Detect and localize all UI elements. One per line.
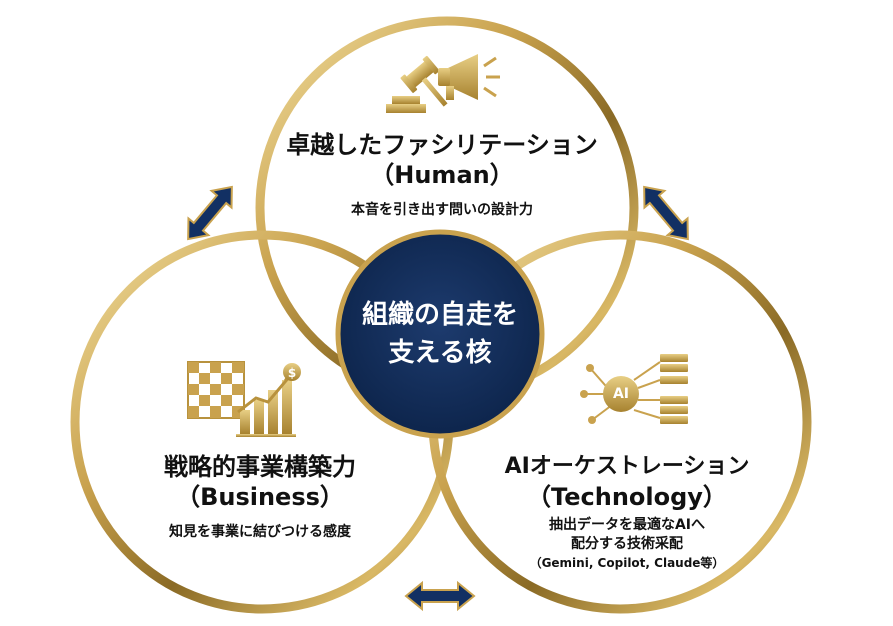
human-title: 卓越したファシリテーション [286,131,598,159]
technology-desc-1: 抽出データを最適なAIへ [548,517,706,533]
ai-icon-label: AI [612,386,630,402]
center-line-1: 組織の自走を [361,300,518,330]
business-desc: 知見を事業に結びつける感度 [169,524,351,540]
business-title: 戦略的事業構築力 [164,453,356,481]
technology-desc-2: 配分する技術采配 [571,536,683,552]
technology-subtitle: （Technology） [527,483,727,511]
human-subtitle: （Human） [370,161,514,189]
double-arrow-right-icon [643,185,689,241]
double-arrow-left-icon [187,185,233,241]
center-line-2: 支える核 [388,338,492,368]
center-core [335,229,545,439]
gavel-megaphone-icon [386,54,500,113]
ai-network-icon [580,354,688,424]
technology-desc-3: （Gemini, Copilot, Claude等） [529,556,725,570]
technology-title: AIオーケストレーション [504,454,750,479]
chessboard-growth-chart-icon: $ [187,361,301,437]
human-desc: 本音を引き出す問いの設計力 [351,202,533,218]
center-core-text: 組織の自走を 支える核 [338,296,542,372]
double-arrow-bottom-icon [404,580,476,612]
business-subtitle: （Business） [176,483,344,511]
svg-text:$: $ [288,366,296,380]
